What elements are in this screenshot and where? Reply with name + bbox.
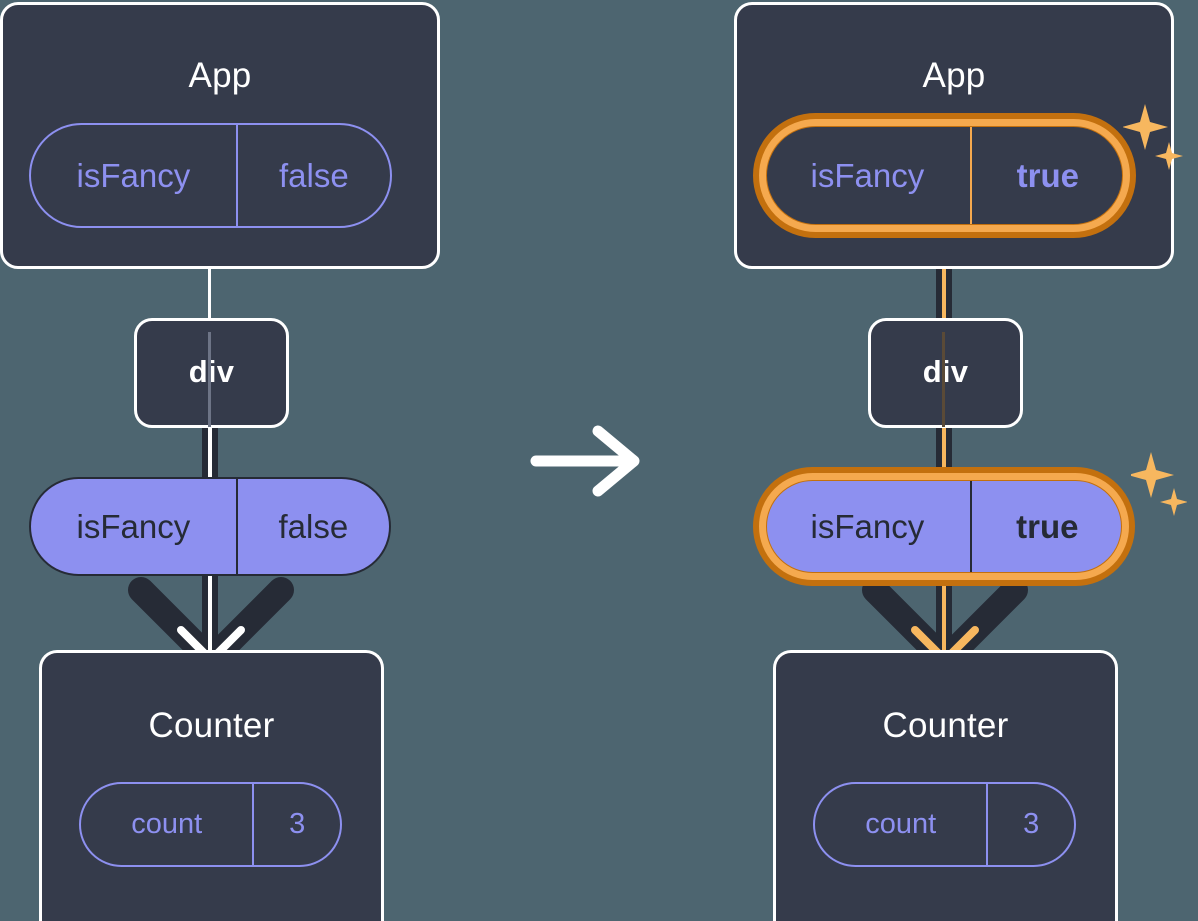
- panel-before: App isFancy false div isFancy false Coun…: [0, 0, 458, 921]
- state-pill: isFancy true: [763, 477, 1125, 576]
- counter-state-value: 3: [986, 784, 1074, 865]
- connector-app-to-div-core: [942, 242, 946, 332]
- app-prop-key: isFancy: [76, 157, 191, 194]
- app-prop-pill: isFancy true: [763, 123, 1126, 228]
- state-pill-value: true: [969, 479, 1123, 574]
- card-counter-title: Counter: [148, 706, 275, 745]
- app-prop-key: isFancy: [810, 157, 925, 194]
- arrow-right-icon: [530, 425, 640, 497]
- connector-div-to-state-core: [208, 425, 212, 483]
- app-prop-pill: isFancy false: [29, 123, 392, 228]
- counter-state-value: 3: [252, 784, 340, 865]
- connector-app-to-div: [208, 266, 211, 322]
- card-div: div: [134, 318, 289, 428]
- app-prop-value: true: [969, 125, 1124, 226]
- connector-through-div: [208, 332, 211, 427]
- sparkle-icon: [1131, 452, 1187, 516]
- state-pill: isFancy false: [29, 477, 391, 576]
- state-pill-key: isFancy: [810, 508, 925, 545]
- card-app-title: App: [188, 56, 252, 95]
- card-div-title: div: [922, 354, 969, 389]
- state-pill-key: isFancy: [76, 508, 191, 545]
- connector-state-to-counter-core: [942, 570, 946, 665]
- connector-through-div: [942, 332, 945, 427]
- state-pill-value: false: [235, 479, 389, 574]
- counter-state-pill: count 3: [79, 782, 342, 867]
- counter-state-key: count: [131, 808, 203, 840]
- panel-after: App isFancy true div isFancy true: [723, 0, 1192, 921]
- counter-state-key: count: [865, 808, 937, 840]
- card-counter-title: Counter: [882, 706, 1009, 745]
- card-app-title: App: [922, 56, 986, 95]
- card-div: div: [868, 318, 1023, 428]
- connector-div-to-state-core: [942, 425, 946, 483]
- card-div-title: div: [188, 354, 235, 389]
- connector-state-to-counter-core: [208, 570, 212, 665]
- counter-state-pill: count 3: [813, 782, 1076, 867]
- app-prop-value: false: [235, 125, 390, 226]
